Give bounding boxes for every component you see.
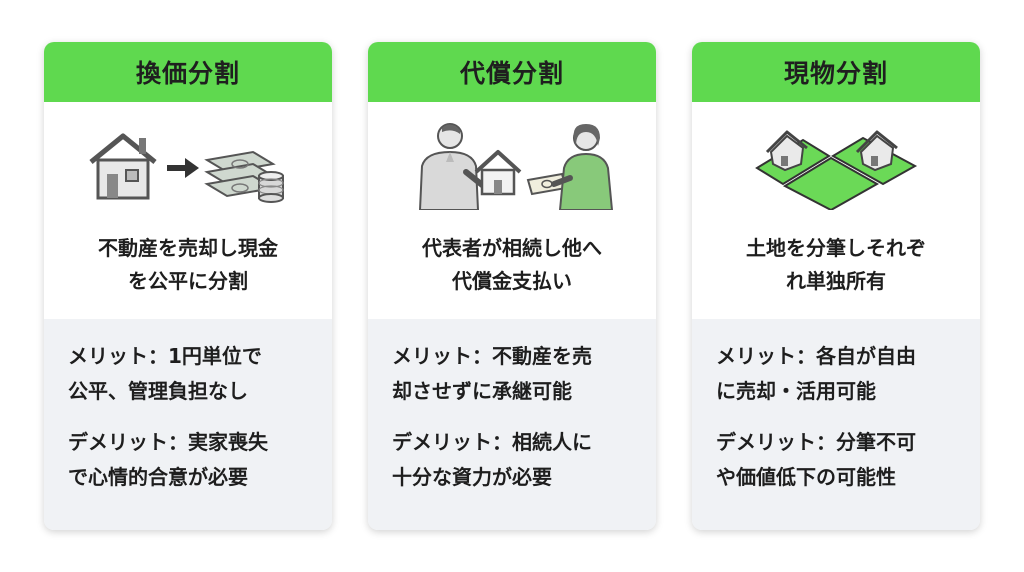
- merit-text: メリット：不動産を売 却させずに承継可能: [392, 344, 592, 403]
- arrow-right-icon: [167, 158, 199, 178]
- person-receiving-money-icon: [526, 124, 614, 210]
- merit-text: メリット：1円単位で 公平、管理負担なし: [68, 344, 262, 403]
- card-title: 代償分割: [368, 42, 656, 102]
- demerit-text: デメリット：相続人に 十分な資力が必要: [392, 430, 592, 489]
- pros-cons-panel: メリット：不動産を売 却させずに承継可能 デメリット：相続人に 十分な資力が必要: [368, 319, 656, 530]
- pros-cons-panel: メリット：各自が自由 に売却・活用可能 デメリット：分筆不可 や価値低下の可能性: [692, 319, 980, 530]
- description-line: 土地を分筆しそれぞ: [746, 236, 926, 260]
- pros-cons-panel: メリット：1円単位で 公平、管理負担なし デメリット：実家喪失 で心情的合意が必…: [44, 319, 332, 530]
- description-line: 不動産を売却し現金: [98, 236, 278, 260]
- merit-text: メリット：各自が自由 に売却・活用可能: [716, 344, 916, 403]
- card-kanka-bunkatsu: 換価分割: [44, 42, 332, 530]
- person-holding-house-icon: [418, 123, 489, 210]
- illustration-genbutsu: [692, 122, 980, 210]
- illustration-daisho: [368, 122, 656, 210]
- card-genbutsu-bunkatsu: 現物分割 土地を分筆しそれぞ れ単独所有 メリット：各自が自由: [692, 42, 980, 530]
- money-stack-icon: [204, 150, 284, 203]
- card-description: 土地を分筆しそれぞ れ単独所有: [692, 210, 980, 320]
- description-line: 代償金支払い: [452, 269, 572, 293]
- card-description: 代表者が相続し他へ 代償金支払い: [368, 210, 656, 320]
- description-line: 代表者が相続し他へ: [422, 236, 602, 260]
- description-line: を公平に分割: [128, 269, 248, 293]
- demerit-text: デメリット：実家喪失 で心情的合意が必要: [68, 430, 268, 489]
- illustration-kanka: [44, 122, 332, 210]
- demerit-text: デメリット：分筆不可 や価値低下の可能性: [716, 430, 916, 489]
- card-title: 現物分割: [692, 42, 980, 102]
- card-daisho-bunkatsu: 代償分割 代表者が: [368, 42, 656, 530]
- card-description: 不動産を売却し現金 を公平に分割: [44, 210, 332, 320]
- house-icon: [855, 130, 898, 172]
- description-line: れ単独所有: [786, 269, 886, 293]
- house-icon: [765, 130, 808, 172]
- house-icon: [89, 133, 157, 200]
- house-icon: [474, 150, 522, 196]
- card-title: 換価分割: [44, 42, 332, 102]
